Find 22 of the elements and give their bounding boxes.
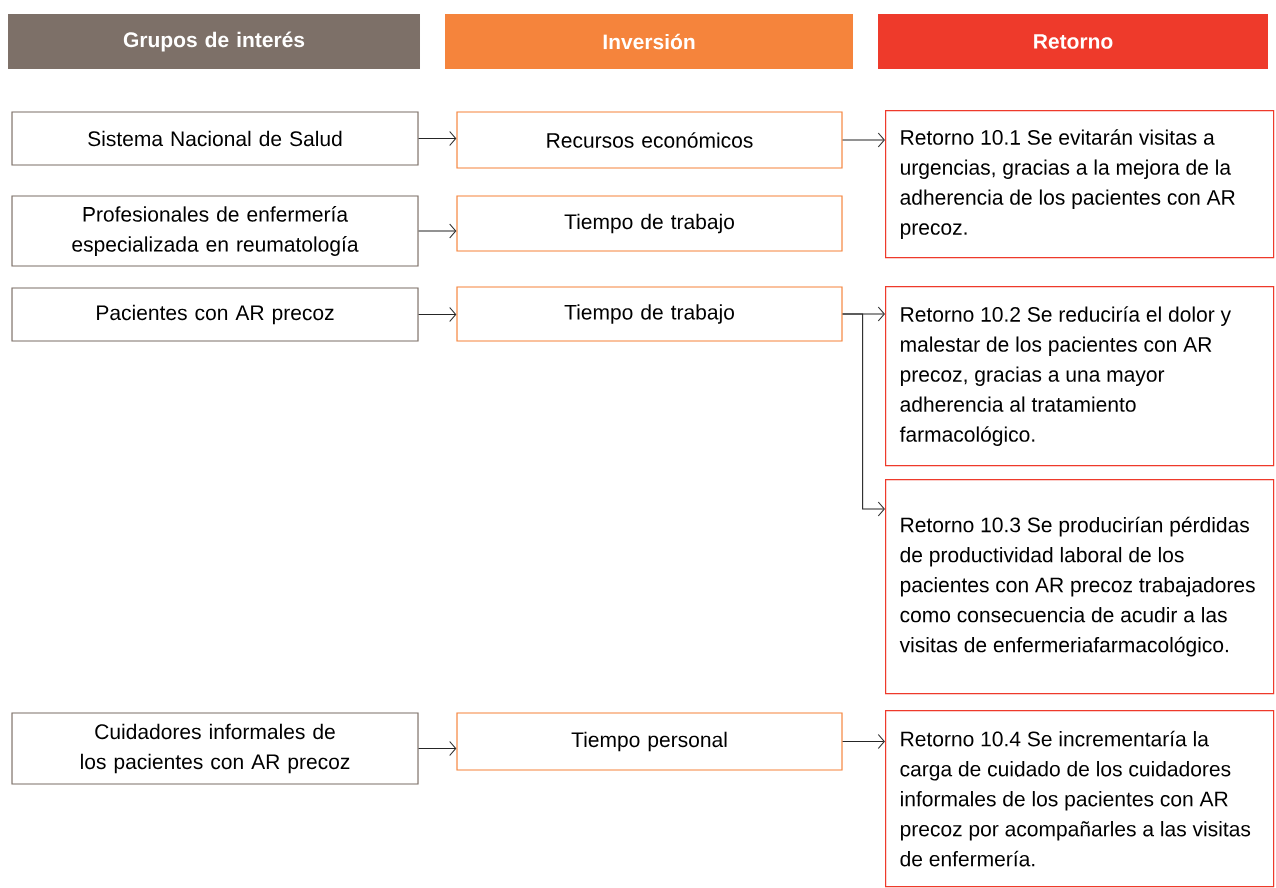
arrow: [842, 132, 885, 148]
stakeholder-box: Pacientes con AR precoz: [11, 287, 419, 342]
arrow: [418, 223, 457, 239]
investment-box: Tiempo personal: [456, 712, 843, 771]
arrow: [418, 740, 457, 757]
header-band: Retorno: [878, 14, 1268, 69]
arrow: [842, 313, 885, 517]
stakeholder-box: Profesionales de enfermería especializada en reumatología: [11, 195, 419, 267]
return-box: Retorno 10.2 Se reduciría el dolor y malestar de los pacientes con AR precoz, gracias a una mayor adherencia al tratamiento farmacológico.: [885, 286, 1275, 467]
stakeholder-box: Cuidadores informales de los pacientes con AR precoz: [11, 712, 419, 785]
arrow: [418, 130, 457, 147]
investment-box: Tiempo de trabajo: [456, 286, 843, 342]
return-box: Retorno 10.1 Se evitarán visitas a urgencias, gracias a la mejora de la adherencia de los pacientes con AR precoz.: [885, 110, 1275, 259]
arrow: [418, 306, 457, 323]
stakeholder-box: Sistema Nacional de Salud: [11, 111, 419, 166]
investment-box: Recursos económicos: [456, 111, 843, 169]
header-band: Grupos de interés: [8, 14, 420, 69]
investment-box: Tiempo de trabajo: [456, 195, 843, 252]
return-box: Retorno 10.4 Se incrementaría la carga de cuidado de los cuidadores informales de los pacientes con AR precoz por acompañarles a las visitas de enfermería.: [885, 710, 1275, 888]
return-box: Retorno 10.3 Se producirían pérdidas de productividad laboral de los pacientes con AR precoz trabajadores como consecuencia de acudir a las visitas de enfermeriafarmacológico.: [885, 479, 1275, 695]
arrow: [842, 733, 885, 750]
header-band: Inversión: [445, 14, 853, 69]
